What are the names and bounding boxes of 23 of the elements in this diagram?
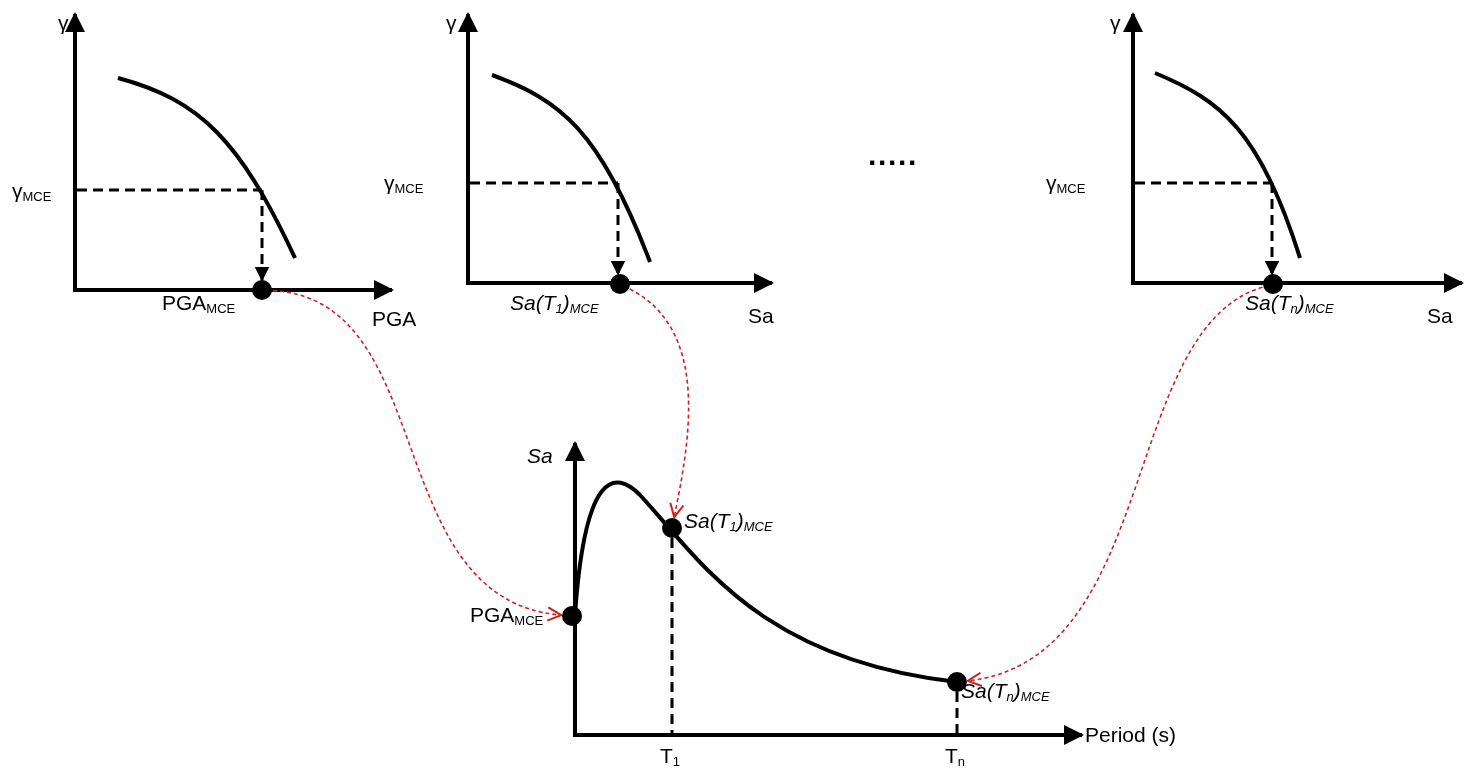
tick-label: γ$_{MCE}$: [1046, 172, 1086, 195]
arrow: [629, 288, 690, 519]
axis-label: γ: [58, 12, 69, 33]
tick-label: T$_{1}$: [660, 745, 681, 768]
axis-label: Sa: [1427, 305, 1453, 326]
arrow: [966, 286, 1264, 685]
point-label: PGA$_{MCE}$: [162, 292, 236, 315]
axis-label: PGA: [372, 308, 417, 329]
ellipsis: ·····: [868, 148, 918, 178]
axis-label: Sa: [748, 305, 774, 326]
point-label: Sa(T$_{1}$)$_{MCE}$: [684, 510, 773, 533]
arrow: [272, 289, 563, 620]
tick-label: γ$_{MCE}$: [12, 180, 52, 203]
tick-label: T$_{n}$: [945, 745, 966, 768]
tick-label: γ$_{MCE}$: [384, 172, 424, 195]
axis-label: Period (s): [1085, 724, 1177, 745]
point-label: Sa(T$_{n}$)$_{MCE}$: [1245, 292, 1334, 315]
axis-label: γ: [446, 12, 457, 33]
point-label: Sa(T$_{n}$)$_{MCE}$: [961, 680, 1050, 703]
axis-label: γ: [1110, 12, 1121, 33]
point-label: PGA$_{MCE}$: [470, 604, 544, 627]
point-label: Sa(T$_{1}$)$_{MCE}$: [510, 292, 599, 315]
axis-label: Sa: [527, 445, 553, 466]
